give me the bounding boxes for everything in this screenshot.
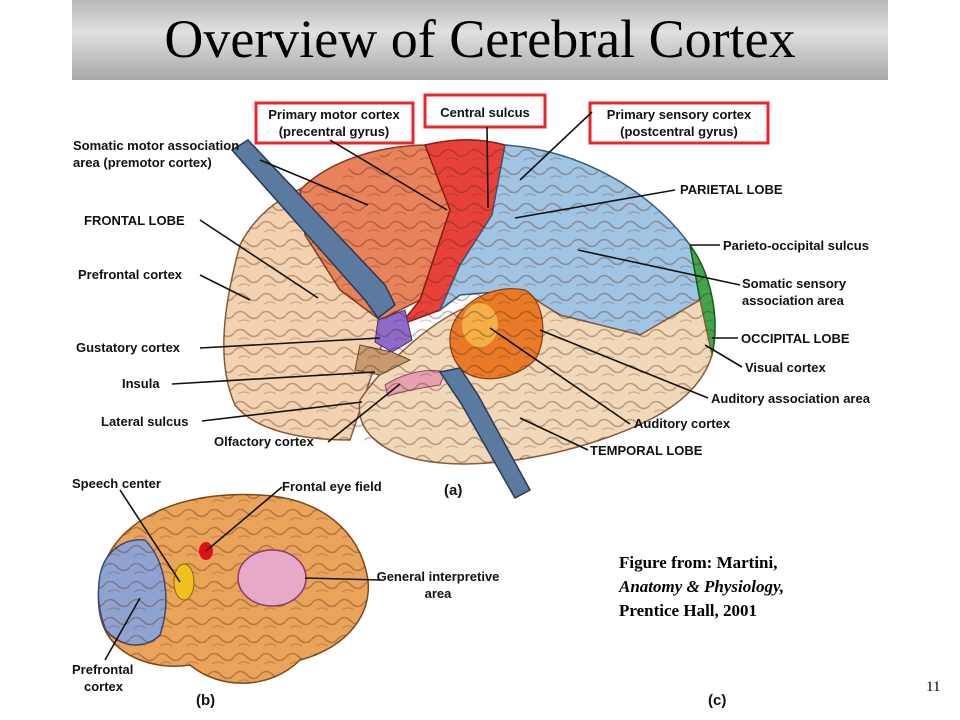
label-somatic-motor-line2: area (premotor cortex) bbox=[73, 155, 212, 170]
label-auditory-association: Auditory association area bbox=[711, 391, 871, 406]
brain-a bbox=[223, 139, 716, 500]
label-occipital-lobe: OCCIPITAL LOBE bbox=[741, 331, 850, 346]
title-bar: Overview of Cerebral Cortex bbox=[72, 0, 888, 80]
label-visual-cortex: Visual cortex bbox=[745, 360, 826, 375]
highlight-primary-sensory bbox=[588, 101, 770, 145]
label-frontal-lobe: FRONTAL LOBE bbox=[84, 213, 185, 228]
caption-line3: Prentice Hall, 2001 bbox=[619, 601, 758, 620]
brain-b bbox=[97, 493, 370, 684]
caption-line2: Anatomy & Physiology, bbox=[619, 577, 785, 596]
caption-line1: Figure from: Martini, bbox=[619, 553, 778, 572]
brain-b-gyri bbox=[98, 494, 369, 684]
retractor-upper bbox=[230, 139, 396, 320]
label-olfactory-cortex: Olfactory cortex bbox=[214, 434, 314, 449]
label-insula: Insula bbox=[122, 376, 160, 391]
labels: Primary motor cortex (precentral gyrus) … bbox=[72, 105, 871, 709]
label-somatic-motor-line1: Somatic motor association bbox=[73, 138, 239, 153]
label-temporal-lobe: TEMPORAL LOBE bbox=[590, 443, 703, 458]
label-prefrontal-b-line2: cortex bbox=[84, 679, 124, 694]
label-panel-b: (b) bbox=[196, 692, 215, 709]
label-general-interpretive-line1: General interpretive bbox=[377, 569, 500, 584]
label-auditory-cortex: Auditory cortex bbox=[634, 416, 731, 431]
label-primary-sensory-line1: Primary sensory cortex bbox=[607, 107, 752, 122]
page-number: 11 bbox=[926, 679, 941, 695]
label-speech-center: Speech center bbox=[72, 476, 161, 491]
retractor-lower bbox=[438, 367, 532, 500]
label-general-interpretive-line2: area bbox=[425, 586, 453, 601]
label-primary-motor-line1: Primary motor cortex bbox=[268, 107, 400, 122]
label-panel-a: (a) bbox=[444, 482, 462, 499]
label-primary-sensory-line2: (postcentral gyrus) bbox=[620, 124, 738, 139]
leader-lines bbox=[104, 111, 743, 661]
label-parietal-lobe: PARIETAL LOBE bbox=[680, 182, 783, 197]
label-prefrontal-cortex: Prefrontal cortex bbox=[78, 267, 183, 282]
speech-center-spot bbox=[173, 563, 195, 601]
slide-title: Overview of Cerebral Cortex bbox=[164, 9, 796, 69]
label-frontal-eye-field: Frontal eye field bbox=[282, 479, 382, 494]
label-primary-motor-line2: (precentral gyrus) bbox=[279, 124, 390, 139]
gyri-texture bbox=[223, 141, 716, 464]
label-gustatory-cortex: Gustatory cortex bbox=[76, 340, 181, 355]
general-interpretive-spot bbox=[237, 549, 307, 607]
figure-caption: Figure from: Martini, Anatomy & Physiolo… bbox=[619, 551, 879, 623]
label-prefrontal-b-line1: Prefrontal bbox=[72, 662, 133, 677]
label-panel-c: (c) bbox=[708, 692, 726, 709]
label-lateral-sulcus: Lateral sulcus bbox=[101, 414, 188, 429]
highlight-central-sulcus bbox=[423, 93, 547, 129]
label-somatic-sensory-line1: Somatic sensory bbox=[742, 276, 847, 291]
label-central-sulcus: Central sulcus bbox=[440, 105, 530, 120]
label-parieto-occipital: Parieto-occipital sulcus bbox=[723, 238, 869, 253]
label-somatic-sensory-line2: association area bbox=[742, 293, 845, 308]
